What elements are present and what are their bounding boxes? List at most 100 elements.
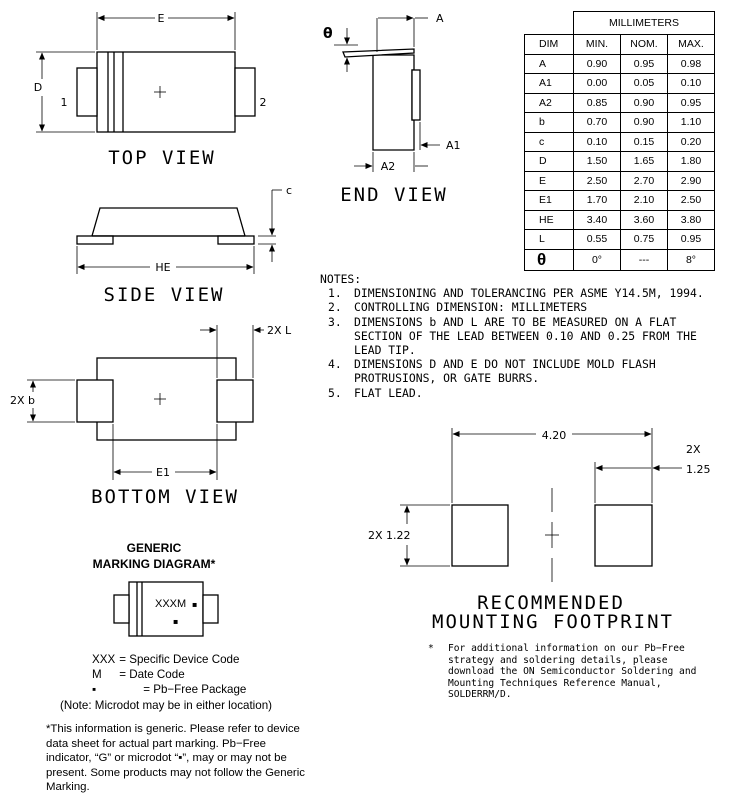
dim-fp-height-label: 2X 1.22 xyxy=(368,529,411,542)
theta-label: θ xyxy=(323,26,333,42)
table-cell: 0.55 xyxy=(573,229,621,250)
table-cell: 1.65 xyxy=(620,151,668,172)
table-cell: 0.75 xyxy=(620,229,668,250)
table-cell: 0.20 xyxy=(667,131,715,152)
table-title: MILLIMETERS xyxy=(573,11,715,35)
marking-diagram-title: GENERIC MARKING DIAGRAM* xyxy=(74,540,234,572)
legend-key: ▪ xyxy=(92,683,97,696)
table-cell: A2 xyxy=(524,92,574,113)
marking-diagram xyxy=(113,581,219,637)
end-view-lead-flat xyxy=(411,69,421,121)
top-view-lead-right xyxy=(234,67,256,117)
note-item: 1.DIMENSIONING AND TOLERANCING PER ASME … xyxy=(320,286,734,300)
footprint-title-line1: RECOMMENDED xyxy=(477,592,625,614)
table-cell: 1.70 xyxy=(573,190,621,211)
generic-marking-note: *This information is generic. Please ref… xyxy=(46,723,305,793)
table-cell: 3.60 xyxy=(620,209,668,230)
dim-E1-label: E1 xyxy=(156,466,170,479)
table-cell: --- xyxy=(620,248,668,271)
dim-HE-label: HE xyxy=(155,261,170,274)
dim-A1-label: A1 xyxy=(446,139,461,152)
end-view xyxy=(334,15,440,172)
table-header-row: DIM MIN. NOM. MAX. xyxy=(524,34,715,55)
dim-fp-pad-label: 1.25 xyxy=(686,463,711,476)
table-cell: D xyxy=(524,151,574,172)
dim-fp-width-label: 4.20 xyxy=(542,429,567,442)
legend-row: ▪ = Pb−Free Package xyxy=(92,682,246,697)
footprint-pad-right xyxy=(594,504,653,567)
side-view-title: SIDE VIEW xyxy=(104,284,225,306)
note-number: 5. xyxy=(328,385,342,400)
footprint-note-star: * xyxy=(428,643,434,654)
dim-fp-2x-label: 2X xyxy=(686,443,701,456)
table-header-cell: MAX. xyxy=(667,34,715,55)
table-cell: 2.50 xyxy=(667,190,715,211)
notes: NOTES: 1.DIMENSIONING AND TOLERANCING PE… xyxy=(320,272,734,400)
table-cell: 0.90 xyxy=(620,92,668,113)
note-text: FLAT LEAD. xyxy=(354,385,423,400)
table-cell: 8° xyxy=(667,248,715,271)
legend-text: = Specific Device Code xyxy=(119,653,240,666)
legend-key: XXX xyxy=(92,653,116,666)
top-view-lead-left xyxy=(76,67,98,117)
table-cell: 3.80 xyxy=(667,209,715,230)
pin-1-label: 1 xyxy=(61,96,68,109)
table-cell: 1.10 xyxy=(667,112,715,133)
table-header-cell: DIM xyxy=(524,34,574,55)
table-cell: 0.10 xyxy=(667,73,715,94)
note-item: 4.DIMENSIONS D AND E DO NOT INCLUDE MOLD… xyxy=(320,357,734,385)
table-cell: L xyxy=(524,229,574,250)
table-cell: 0.05 xyxy=(620,73,668,94)
marking-microdot: ▪ xyxy=(173,617,178,626)
table-cell: 1.50 xyxy=(573,151,621,172)
table-cell: 1.80 xyxy=(667,151,715,172)
table-cell: 0.90 xyxy=(573,53,621,74)
table-cell: 0.85 xyxy=(573,92,621,113)
bottom-view-title: BOTTOM VIEW xyxy=(91,486,239,508)
table-cell: 0.95 xyxy=(620,53,668,74)
table-cell: HE xyxy=(524,209,574,230)
bottom-view-pad-left xyxy=(76,379,114,423)
footprint-note-text: For additional information on our Pb−Fre… xyxy=(448,643,697,701)
dim-b-label: 2X b xyxy=(10,394,35,407)
table-cell: 0.70 xyxy=(573,112,621,133)
table-cell: 0.15 xyxy=(620,131,668,152)
table-cell: 2.10 xyxy=(620,190,668,211)
bottom-view xyxy=(27,325,264,480)
table-cell: 0° xyxy=(573,248,621,271)
note-text: DIMENSIONING AND TOLERANCING PER ASME Y1… xyxy=(354,286,704,301)
legend-row: XXX = Specific Device Code xyxy=(92,652,246,667)
note-text: DIMENSIONS b AND L ARE TO BE MEASURED ON… xyxy=(354,314,697,358)
dim-A2-label: A2 xyxy=(381,160,396,173)
table-cell: 0.95 xyxy=(667,92,715,113)
note-number: 4. xyxy=(328,357,342,372)
end-view-body xyxy=(372,54,415,151)
dim-L-label: 2X L xyxy=(267,324,292,337)
table-cell: 0.90 xyxy=(620,112,668,133)
end-view-title: END VIEW xyxy=(340,184,448,206)
table-cell: 0.00 xyxy=(573,73,621,94)
table-cell: A xyxy=(524,53,574,74)
marking-title-line: GENERIC xyxy=(126,541,182,555)
legend-text: = Pb−Free Package xyxy=(143,683,247,696)
table-cell: 2.50 xyxy=(573,170,621,191)
table-cell: 2.70 xyxy=(620,170,668,191)
table-header-cell: NOM. xyxy=(620,34,668,55)
note-text: CONTROLLING DIMENSION: MILLIMETERS xyxy=(354,300,588,315)
table-cell: 0.98 xyxy=(667,53,715,74)
dim-c-label: c xyxy=(286,184,292,197)
note-item: 5. FLAT LEAD. xyxy=(320,386,734,400)
notes-heading: NOTES: xyxy=(320,272,362,286)
table-corner xyxy=(524,11,574,35)
side-view-body xyxy=(91,207,246,237)
